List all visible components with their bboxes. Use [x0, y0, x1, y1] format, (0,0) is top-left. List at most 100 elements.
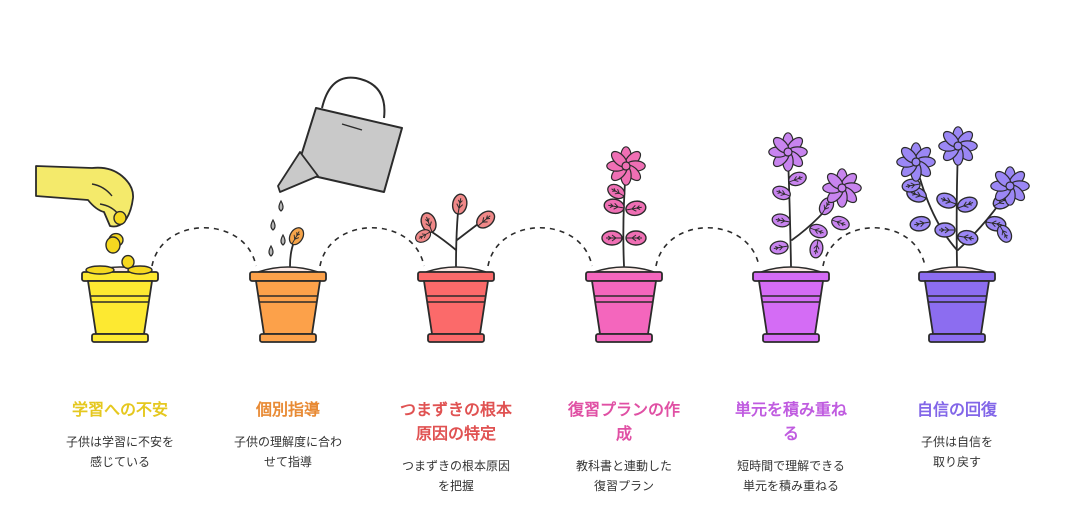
leaf	[909, 215, 931, 232]
leaf	[771, 213, 791, 228]
step-description-line: 感じている	[89, 455, 150, 469]
leaf	[288, 227, 305, 246]
leaf	[769, 240, 789, 255]
flower-pot-5	[752, 266, 830, 343]
step-title-line: つまずきの根本	[399, 400, 512, 419]
step-3-title: つまずきの根本原因の特定	[381, 398, 531, 446]
coin	[113, 210, 127, 226]
seedling-icon	[415, 193, 496, 267]
flower-blossom	[938, 126, 978, 166]
leaf	[957, 229, 979, 246]
step-description-line: 短時間で理解できる	[737, 459, 845, 473]
flower-blossom	[896, 142, 936, 182]
step-4-title: 復習プランの作成	[549, 398, 699, 446]
step-5-title: 単元を積み重ねる	[716, 398, 866, 446]
water-drop	[280, 233, 286, 246]
water-drop	[278, 199, 284, 212]
water-drop	[270, 218, 276, 231]
hand-dropping-coins-icon	[35, 165, 153, 275]
step-2-description: 子供の理解度に合わせて指導	[213, 432, 363, 472]
step-title-line: 成	[615, 424, 632, 443]
step-title-line: 自信の回復	[916, 400, 997, 419]
connector-group	[151, 226, 926, 267]
dashed-connector	[487, 226, 593, 267]
flower-pot-2	[249, 266, 327, 343]
plant-stem	[289, 241, 295, 267]
leaf	[603, 198, 625, 215]
flower-pot-3	[417, 266, 495, 343]
step-description-line: 取り戻す	[932, 455, 981, 469]
step-title-line: 学習への不安	[71, 400, 168, 419]
step-title-line: 復習プランの作	[567, 400, 680, 419]
leaf	[601, 230, 623, 246]
flower-blossom	[606, 146, 646, 186]
step-description-line: を把握	[437, 479, 474, 493]
step-description-line: せて指導	[263, 455, 312, 469]
can-spout	[277, 151, 319, 193]
step-title-line: 個別指導	[255, 400, 320, 419]
dashed-connector	[822, 226, 926, 267]
flower-blossom	[990, 166, 1030, 206]
pot-group	[81, 266, 996, 343]
step-description-line: 復習プラン	[593, 479, 654, 493]
leaf	[476, 210, 496, 229]
flower-pot-6	[918, 266, 996, 343]
leaf	[956, 196, 978, 213]
water-drop	[268, 244, 274, 257]
step-4-description: 教科書と連動した復習プラン	[549, 456, 699, 496]
step-title-line: る	[782, 424, 799, 443]
can-handle	[321, 76, 386, 119]
step-5-description: 短時間で理解できる単元を積み重ねる	[716, 456, 866, 496]
plant-stem	[455, 211, 459, 267]
leaf	[936, 192, 958, 209]
leaf	[451, 193, 468, 215]
flower-blossom	[822, 168, 862, 208]
full-bloom-plant-icon	[896, 126, 1030, 267]
leaf	[934, 222, 956, 238]
leaf	[607, 183, 626, 200]
dashed-connector	[319, 226, 425, 267]
dashed-connector	[655, 226, 760, 267]
growing-flowers-icon	[768, 132, 862, 267]
step-6-description: 子供は自信を取り戻す	[882, 432, 1032, 472]
coin	[127, 265, 153, 275]
step-6-title: 自信の回復	[882, 398, 1032, 422]
step-title-line: 単元を積み重ね	[734, 400, 847, 419]
step-description-line: 単元を積み重ねる	[742, 479, 839, 493]
leaf	[996, 224, 1013, 243]
illustration-group	[35, 76, 1030, 275]
leaf	[772, 185, 791, 201]
leaf	[809, 239, 824, 259]
plant-stem	[431, 231, 457, 251]
coin	[105, 236, 121, 254]
step-description-line: 子供の理解度に合わ	[233, 435, 342, 449]
flower-blossom	[768, 132, 808, 172]
leaf	[625, 200, 647, 217]
step-3-description: つまずきの根本原因を把握	[381, 456, 531, 496]
step-description-line: 子供は自信を	[920, 435, 993, 449]
dashed-connector	[151, 226, 257, 267]
leaf	[420, 212, 437, 234]
flowering-plant-icon	[601, 146, 647, 267]
leaf	[809, 223, 828, 239]
flower-pot-4	[585, 266, 663, 343]
step-title-line: 原因の特定	[415, 424, 496, 443]
can-body	[295, 107, 403, 193]
leaf	[788, 171, 807, 187]
plant-stem	[456, 223, 479, 241]
step-description-line: つまずきの根本原因	[401, 459, 510, 473]
plant-stem	[787, 155, 792, 267]
watering-can-sprout-icon	[268, 76, 403, 267]
step-2-title: 個別指導	[213, 398, 363, 422]
step-1-description: 子供は学習に不安を感じている	[45, 432, 195, 472]
leaf	[415, 229, 432, 243]
step-description-line: 子供は学習に不安を	[65, 435, 174, 449]
coin	[85, 265, 115, 275]
leaf	[831, 215, 850, 231]
flower-pot-1	[81, 266, 159, 343]
step-1-title: 学習への不安	[45, 398, 195, 422]
leaf	[625, 230, 647, 246]
step-description-line: 教科書と連動した	[575, 459, 672, 473]
